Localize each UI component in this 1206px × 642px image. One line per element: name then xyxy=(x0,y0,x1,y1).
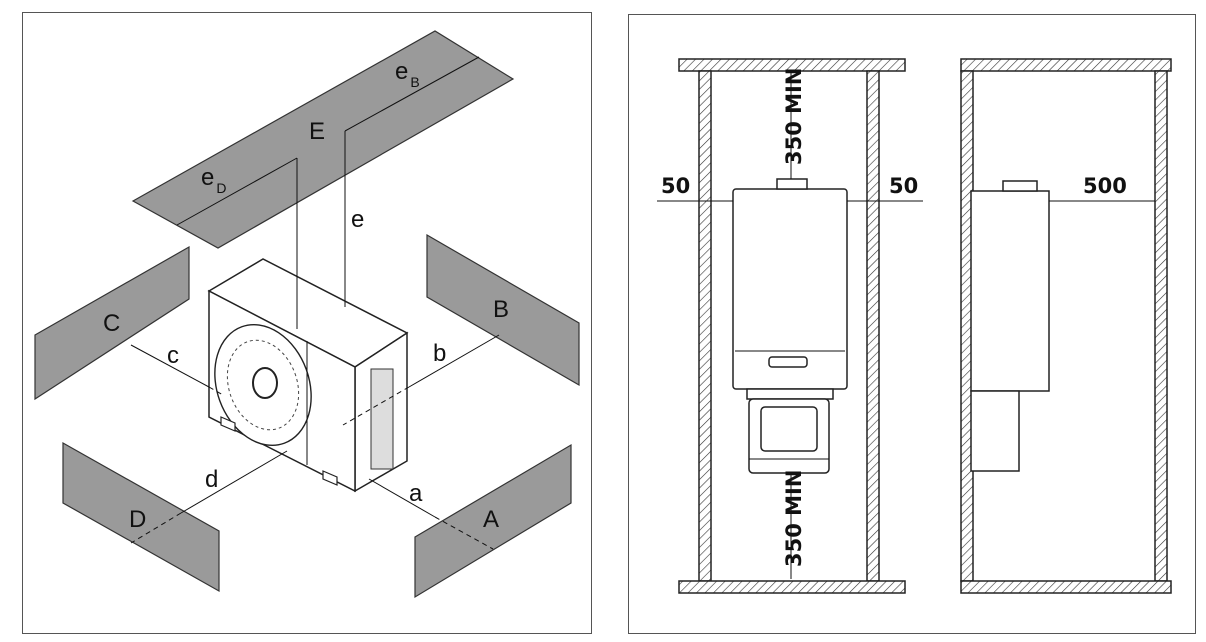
front-clearance-label: 500 xyxy=(1083,174,1127,198)
left-side-clearance-label: 50 xyxy=(661,174,690,198)
label-c: c xyxy=(167,342,179,369)
zone-b-plate xyxy=(426,233,580,387)
label-b: b xyxy=(433,340,446,367)
boiler-dimension-lines xyxy=(657,73,1155,579)
zone-a-plate xyxy=(414,443,572,599)
top-clearance-label: 350 MIN xyxy=(782,68,806,165)
boiler-front-view xyxy=(732,178,848,474)
zone-e-plate xyxy=(131,30,515,249)
label-e: e xyxy=(351,206,364,233)
label-C: C xyxy=(103,310,120,337)
side-view-walls xyxy=(960,58,1172,594)
zone-c-plate xyxy=(34,245,190,401)
right-side-clearance-label: 50 xyxy=(889,174,918,198)
heat-pump-unit xyxy=(207,258,409,493)
boiler-side-view xyxy=(970,180,1050,472)
label-a: a xyxy=(409,480,423,507)
zone-d-plate xyxy=(62,441,220,593)
label-D: D xyxy=(129,506,146,533)
bottom-clearance-label: 350 MIN xyxy=(782,470,806,567)
label-A: A xyxy=(483,506,499,533)
boiler-diagram: 350 MIN 350 MIN 50 50 500 xyxy=(657,58,1172,594)
front-view-walls xyxy=(678,58,906,594)
dimension-lines xyxy=(130,56,500,550)
label-d: d xyxy=(205,466,218,493)
label-B: B xyxy=(493,296,509,323)
boiler-clearance-panel: 350 MIN 350 MIN 50 50 500 xyxy=(628,14,1196,634)
label-E: E xyxy=(309,118,325,145)
